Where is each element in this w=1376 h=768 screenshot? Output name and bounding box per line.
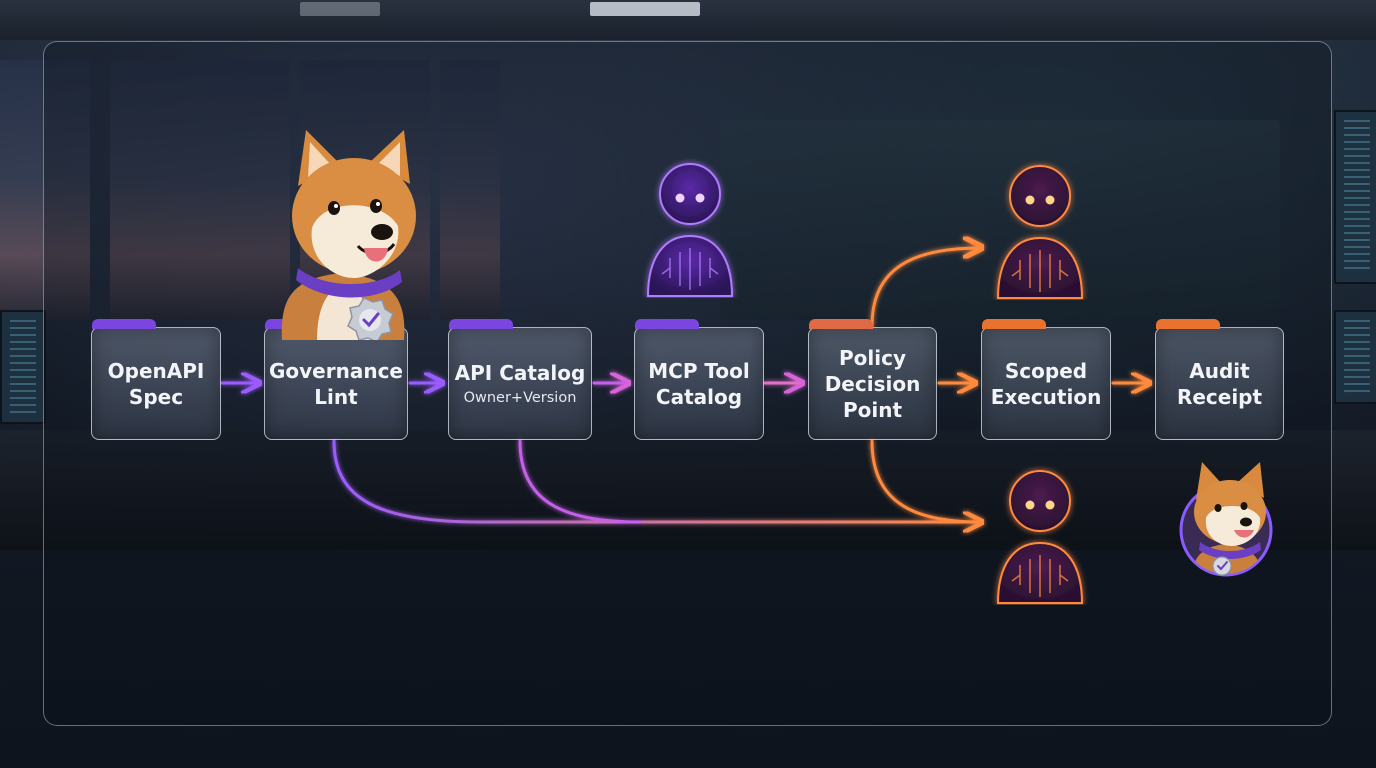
robot-agent-icon xyxy=(996,470,1084,604)
shiba-mascot xyxy=(281,130,416,340)
node-audit-receipt: Audit Receipt xyxy=(1155,319,1284,440)
ceiling xyxy=(0,0,1376,40)
node-tab xyxy=(809,319,873,329)
verified-badge-icon xyxy=(347,297,394,340)
node-tab xyxy=(635,319,699,329)
node-label: Governance Lint xyxy=(268,358,403,409)
node-tab xyxy=(92,319,156,329)
side-monitor xyxy=(1334,110,1376,284)
node-label: API Catalog xyxy=(454,360,586,385)
node-api-catalog: API Catalog Owner+Version xyxy=(448,319,592,440)
ceiling-light xyxy=(590,2,700,16)
node-sublabel: Owner+Version xyxy=(463,389,577,406)
node-openapi-spec: OpenAPI Spec xyxy=(91,319,221,440)
node-tab xyxy=(449,319,513,329)
ceiling-light xyxy=(300,2,380,16)
node-label: OpenAPI Spec xyxy=(107,358,205,409)
side-monitor xyxy=(0,310,46,424)
node-scoped-execution: Scoped Execution xyxy=(981,319,1111,440)
side-monitor xyxy=(1334,310,1376,404)
robot-agent-icon xyxy=(646,163,734,297)
node-label: Audit Receipt xyxy=(1176,358,1263,409)
node-tab xyxy=(982,319,1046,329)
node-tab xyxy=(1156,319,1220,329)
verified-badge-icon xyxy=(1212,556,1232,576)
node-governance-lint: Governance Lint xyxy=(264,319,408,440)
robot-agent-icon xyxy=(996,165,1084,299)
node-label: Scoped Execution xyxy=(990,358,1102,409)
node-mcp-tool-catalog: MCP Tool Catalog xyxy=(634,319,764,440)
node-policy-decision-point: Policy Decision Point xyxy=(808,319,937,440)
shiba-avatar xyxy=(1179,462,1273,577)
window-pane xyxy=(0,60,90,320)
node-label: Policy Decision Point xyxy=(824,345,921,422)
node-label: MCP Tool Catalog xyxy=(648,358,750,409)
window-pane xyxy=(440,60,500,320)
window-pane xyxy=(110,60,290,320)
